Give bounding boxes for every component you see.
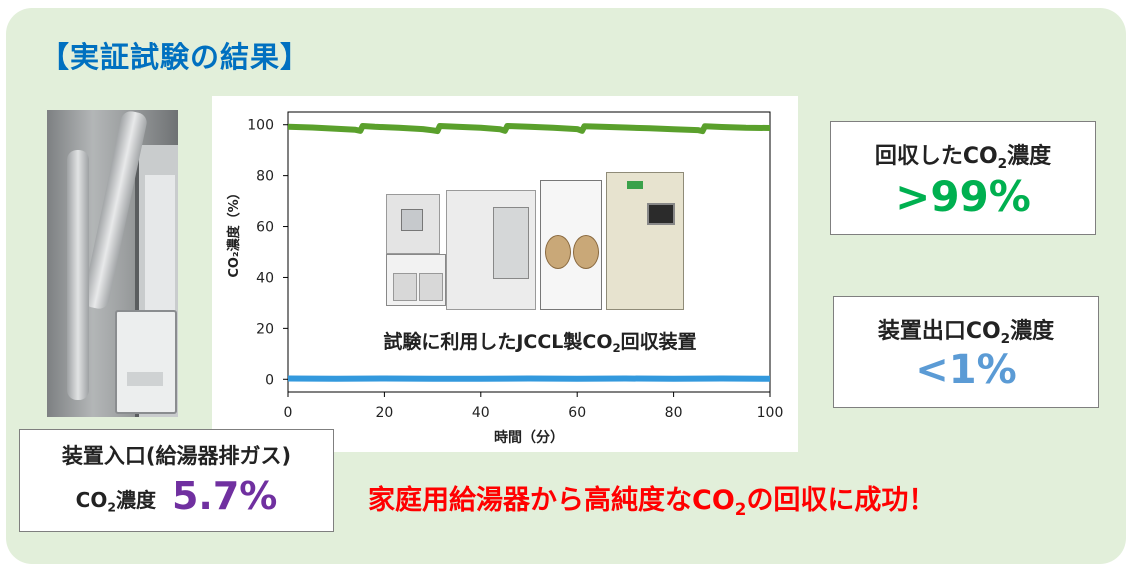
x-tick-label: 20 xyxy=(375,405,393,421)
x-tick-label: 60 xyxy=(568,405,586,421)
apparatus-main-cabinet xyxy=(446,190,536,310)
x-tick-label: 40 xyxy=(472,405,490,421)
x-axis-label: 時間（分） xyxy=(494,429,564,446)
section-heading: 【実証試験の結果】 xyxy=(40,40,311,74)
inlet-title: 装置入口(給湯器排ガス) xyxy=(61,444,292,468)
apparatus-cabinet-window xyxy=(493,207,529,279)
y-tick-label: 40 xyxy=(256,270,274,286)
recovered-co2-value: >99% xyxy=(895,171,1031,221)
apparatus-tank xyxy=(393,273,417,301)
inlet-co2-value: 5.7% xyxy=(171,474,278,518)
y-tick-label: 80 xyxy=(256,169,274,185)
outlet-co2-callout: 装置出口CO2濃度 <1% xyxy=(833,296,1099,408)
apparatus-label-tag xyxy=(627,181,643,189)
apparatus-screen xyxy=(647,203,675,225)
apparatus-chamber-window xyxy=(401,209,423,231)
y-axis-label: CO₂濃度（%） xyxy=(226,186,242,277)
x-tick-label: 0 xyxy=(284,405,293,421)
apparatus-caption: 試験に利用したJCCL製CO2回収装置 xyxy=(383,331,697,356)
y-tick-label: 0 xyxy=(265,372,274,388)
outlet-co2-value: <1% xyxy=(915,346,1017,393)
series-line-recovered-co2 xyxy=(287,123,771,135)
photo-duct-lower xyxy=(67,150,89,400)
y-tick-label: 100 xyxy=(247,118,274,134)
plot-frame xyxy=(287,111,771,393)
recovered-co2-callout: 回収したCO2濃度 >99% xyxy=(830,121,1096,235)
photo-heater-unit xyxy=(115,310,177,414)
outlet-co2-title: 装置出口CO2濃度 xyxy=(877,319,1055,347)
success-message: 家庭用給湯器から高純度なCO2の回収に成功！ xyxy=(368,485,936,519)
apparatus-frame xyxy=(540,180,602,310)
recovered-co2-title: 回収したCO2濃度 xyxy=(874,144,1052,172)
water-heater-photo xyxy=(47,110,178,417)
y-tick-label: 60 xyxy=(256,220,274,236)
x-tick-label: 80 xyxy=(665,405,683,421)
apparatus-rack xyxy=(386,254,446,306)
jccl-capture-apparatus-image xyxy=(386,172,684,310)
apparatus-tank xyxy=(419,273,443,301)
apparatus-control-panel xyxy=(606,172,684,310)
y-tick-label: 20 xyxy=(256,321,274,337)
apparatus-vessel xyxy=(573,235,599,269)
x-tick-label: 100 xyxy=(757,405,784,421)
apparatus-vessel xyxy=(545,235,571,269)
apparatus-chamber xyxy=(386,194,440,254)
